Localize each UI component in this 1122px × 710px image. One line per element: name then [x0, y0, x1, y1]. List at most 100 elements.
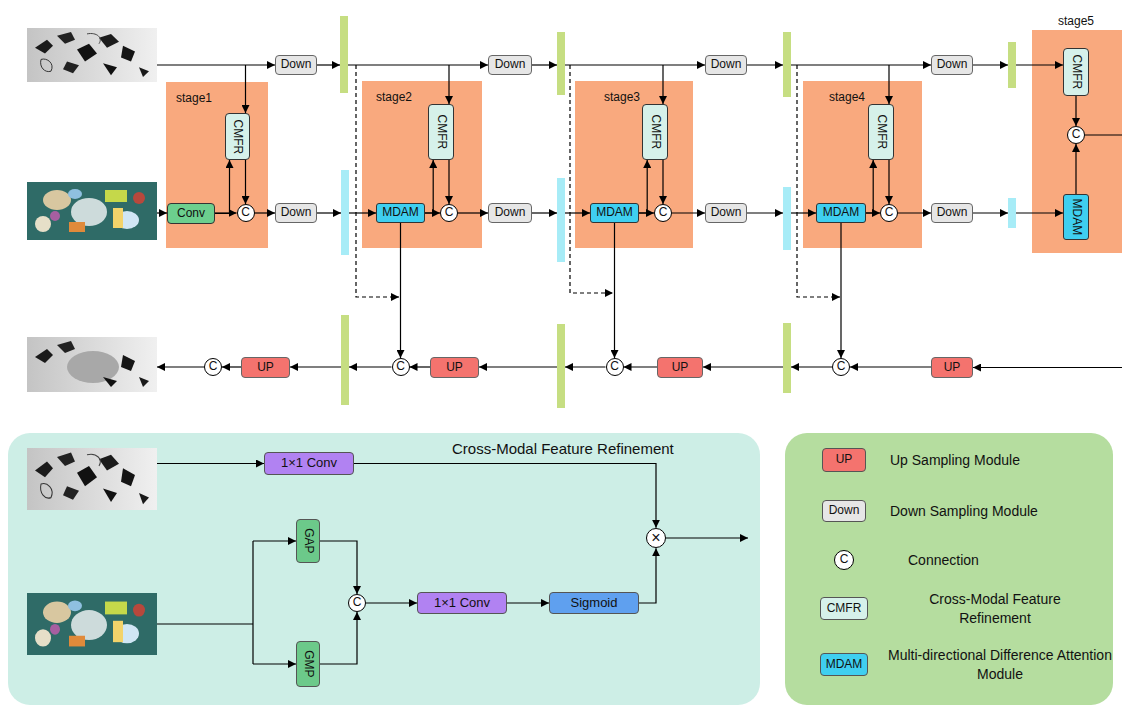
node-text: CMFR	[874, 115, 888, 150]
down-box: Down	[275, 55, 317, 75]
node-text: Down	[495, 58, 526, 72]
node-text: C	[396, 360, 405, 374]
rgb-image	[27, 593, 157, 655]
connector	[255, 212, 276, 213]
wire	[157, 463, 264, 464]
legend-swatch: C	[834, 550, 854, 570]
wire	[747, 64, 783, 65]
legend-text-wrap: Connection	[908, 551, 1098, 570]
down-box: Down	[931, 55, 973, 75]
wire	[791, 212, 816, 213]
wire	[1016, 64, 1063, 65]
node-text: C	[885, 206, 894, 220]
node-text: Down	[495, 206, 526, 220]
stage-group: stage1CMFRConvC	[166, 82, 268, 248]
wire	[157, 212, 167, 213]
heading-wrap: stage1	[176, 88, 212, 106]
connector	[425, 212, 440, 213]
up-box: UP	[657, 357, 703, 378]
node-text: UP	[446, 361, 463, 375]
node-text: C	[610, 360, 619, 374]
wire	[157, 64, 275, 65]
node-text: stage1	[176, 92, 212, 106]
connector	[400, 223, 401, 358]
stage-group: stage3MDAMCMFRC	[575, 81, 693, 248]
node-text: MDAM	[382, 206, 419, 220]
cmfr-box: CMFR	[225, 113, 250, 160]
node-text: Down	[711, 206, 742, 220]
node-text: stage5	[1058, 15, 1094, 29]
connection-circle: C	[237, 204, 255, 222]
up-box: UP	[931, 357, 973, 378]
node-text: 1×1 Conv	[281, 456, 337, 471]
legend-text-wrap: Cross-Modal Feature Refinement	[900, 590, 1090, 627]
wire	[1016, 212, 1063, 213]
wire	[245, 65, 246, 113]
wire	[666, 537, 748, 538]
legend-text: Down Sampling Module	[890, 503, 1038, 519]
stage-group: stage4MDAMCMFRC	[803, 81, 922, 248]
feature-bar	[1008, 198, 1016, 228]
connector	[458, 212, 488, 213]
feature-bar	[341, 315, 349, 405]
down-box: Down	[488, 55, 532, 75]
node-text: C	[353, 596, 362, 610]
node-text: CMFR	[1069, 55, 1083, 90]
node-text: CMFR	[230, 119, 244, 154]
feature-bar	[340, 16, 348, 93]
connection-circle: C	[348, 594, 366, 612]
wire	[479, 366, 557, 367]
pool-box: GAP	[296, 519, 320, 563]
connector	[1075, 144, 1076, 194]
connection-circle: C	[1067, 126, 1085, 144]
feature-bar	[557, 32, 565, 95]
mdam-box: MDAM	[376, 203, 425, 223]
wire	[565, 64, 705, 65]
down-box: Down	[705, 203, 747, 223]
conv-box: 1×1 Conv	[417, 592, 507, 614]
node-text: C	[445, 206, 454, 220]
legend-text: Up Sampling Module	[890, 452, 1020, 468]
connector	[1075, 96, 1076, 126]
connection-circle: C	[880, 204, 898, 222]
down-box: Down	[705, 55, 747, 75]
node-text: Down	[937, 58, 968, 72]
wire	[448, 65, 449, 104]
node-text: UP	[944, 361, 961, 375]
connector	[866, 212, 880, 213]
connection-circle: C	[440, 204, 458, 222]
wire	[253, 663, 296, 664]
cmfr-box: CMFR	[642, 104, 668, 160]
legend-sample-text: MDAM	[826, 658, 863, 672]
connector	[366, 602, 417, 603]
feature-bar	[1008, 42, 1016, 88]
depth-image	[27, 28, 157, 82]
wire	[973, 64, 1008, 65]
connector	[672, 212, 705, 213]
feature-bar	[341, 170, 349, 255]
pool-box: GMP	[296, 641, 320, 687]
legend-sample-text: UP	[836, 453, 853, 467]
legend-text-wrap: Multi-directional Difference Attention M…	[886, 646, 1114, 683]
conv-box: 1×1 Conv	[264, 452, 354, 475]
node-text: C	[1072, 128, 1081, 142]
stage-group: stage2MDAMCMFRC	[362, 81, 482, 248]
wire	[565, 366, 606, 367]
connector	[639, 212, 654, 213]
heading-wrap: Cross-Modal Feature Refinement	[452, 440, 674, 458]
feature-bars	[340, 16, 1016, 408]
node-text: stage4	[829, 91, 865, 105]
node-text: C	[241, 206, 250, 220]
down-box: Down	[275, 203, 317, 223]
multiply-circle: ×	[646, 528, 666, 548]
legend-sample-text: CMFR	[827, 602, 862, 616]
rgb-image	[27, 182, 157, 240]
wire	[532, 212, 557, 213]
node-text: Down	[711, 58, 742, 72]
node-text: Down	[937, 206, 968, 220]
connector	[888, 160, 889, 204]
connector	[222, 366, 241, 367]
wire	[348, 64, 488, 65]
connector	[448, 160, 449, 204]
node-text: CMFR	[434, 115, 448, 150]
